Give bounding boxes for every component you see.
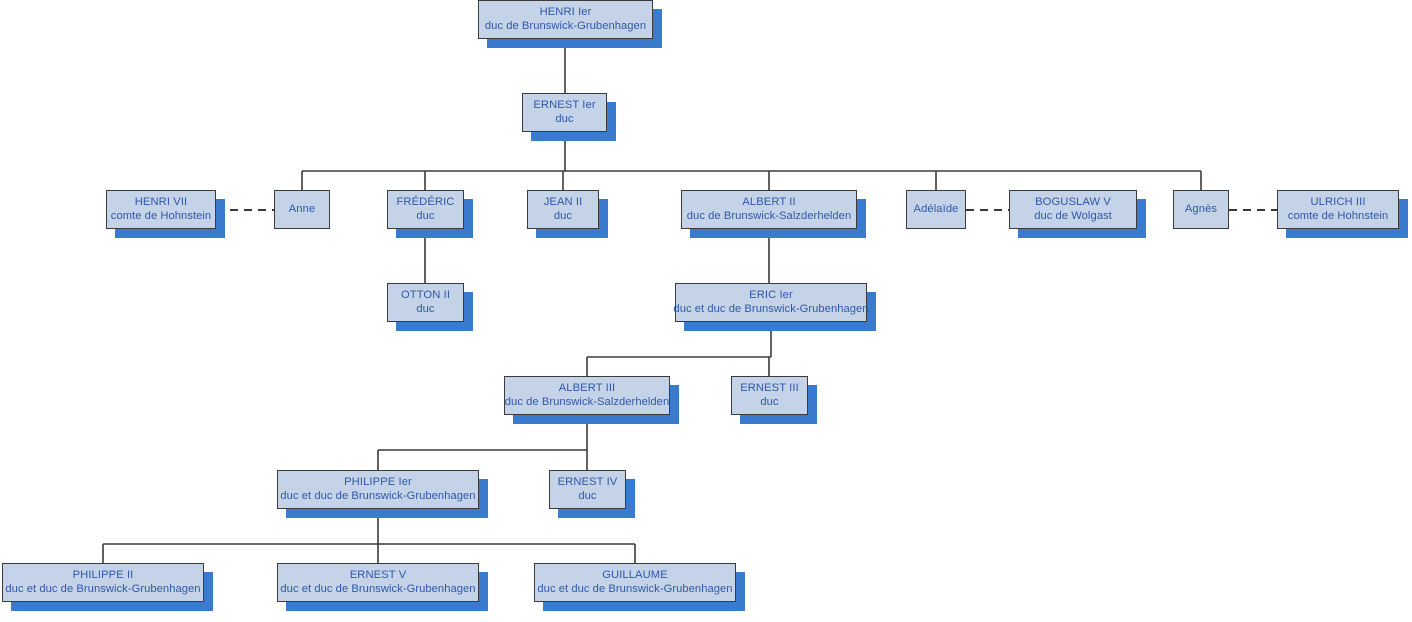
person-title: duc [760, 395, 779, 408]
person-name: ERIC Ier [749, 289, 793, 301]
person-name: ERNEST III [740, 382, 799, 394]
person-name: FRÉDÉRIC [396, 196, 455, 208]
person-name: HENRI VII [134, 196, 188, 208]
person-title: duc de Brunswick-Salzderhelden [504, 395, 670, 408]
person-title: comte de Hohnstein [1287, 209, 1389, 222]
person-name: ERNEST Ier [533, 99, 596, 111]
person-title: duc et duc de Brunswick-Grubenhagen [5, 582, 201, 595]
person-name: ERNEST IV [557, 476, 618, 488]
person-name: Agnès [1184, 202, 1218, 215]
person-name: Anne [288, 202, 316, 215]
person-name: HENRI Ier [539, 6, 592, 18]
person-title: comte de Hohnstein [110, 209, 212, 222]
person-name: ALBERT III [558, 382, 616, 394]
person-name: ULRICH III [1310, 196, 1366, 208]
person-name: PHILIPPE II [72, 569, 134, 581]
person-title: duc de Wolgast [1034, 209, 1112, 222]
person-name: GUILLAUME [602, 569, 668, 581]
person-node-adelaide[interactable]: Adélaïde [906, 190, 966, 229]
person-name: ALBERT II [742, 196, 796, 208]
person-title: duc et duc de Brunswick-Grubenhagen [673, 302, 869, 315]
person-name: OTTON II [400, 289, 451, 301]
person-title: duc [416, 302, 435, 315]
person-node-agnes[interactable]: Agnès [1173, 190, 1229, 229]
person-name: Adélaïde [913, 202, 959, 215]
person-node-anne[interactable]: Anne [274, 190, 330, 229]
person-title: duc et duc de Brunswick-Grubenhagen [280, 582, 476, 595]
person-title: duc [555, 112, 574, 125]
person-name: ERNEST V [349, 569, 407, 581]
person-title: duc [553, 209, 573, 222]
person-title: duc [416, 209, 435, 222]
person-title: duc et duc de Brunswick-Grubenhagen [280, 489, 476, 502]
person-title: duc de Brunswick-Salzderhelden [686, 209, 852, 222]
person-title: duc de Brunswick-Grubenhagen [484, 19, 647, 32]
person-name: PHILIPPE Ier [344, 476, 412, 488]
person-title: duc [578, 489, 597, 502]
person-name: BOGUSLAW V [1035, 196, 1111, 208]
person-name: JEAN II [543, 196, 583, 208]
person-title: duc et duc de Brunswick-Grubenhagen [537, 582, 733, 595]
